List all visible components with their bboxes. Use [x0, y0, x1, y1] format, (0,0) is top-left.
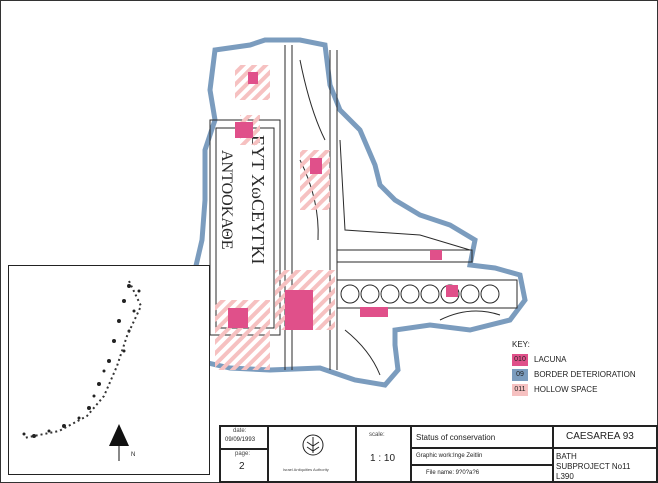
- mosaic-plan: EYT XωCΕΥΓΚΙ ΑΝΤΟΟΚΑΘΕ: [182, 37, 528, 388]
- guilloche-band: [340, 284, 500, 304]
- scale-label: scale:: [369, 432, 385, 438]
- legend-swatch-hollow: 011: [512, 383, 528, 396]
- subproject-text: SUBPROJECT No11: [556, 462, 631, 471]
- project-cell: BATH SUBPROJECT No11 L390: [553, 448, 657, 482]
- north-arrow-icon: [109, 424, 129, 446]
- inscription-line-2: ΑΝΤΟΟΚΑΘΕ: [218, 150, 235, 249]
- bath-text: BATH: [556, 452, 577, 461]
- scale-cell: scale: 1 : 10: [356, 426, 411, 482]
- legend-swatch-border: 09: [512, 368, 528, 381]
- file-cell: File name: 9?0?a?6: [411, 465, 553, 482]
- site-name: CAESAREA 93: [566, 431, 634, 442]
- subject-cell: Status of conservation: [411, 426, 553, 448]
- lacuna-areas: [228, 72, 458, 330]
- page-label: page:: [235, 451, 251, 457]
- file-name: File name: 9?0?a?6: [426, 470, 480, 476]
- date-label: date:: [233, 428, 247, 434]
- legend: KEY: 010 LACUNA 09 BORDER DETERIORATION …: [512, 340, 652, 397]
- legend-label-border: BORDER DETERIORATION: [534, 370, 636, 379]
- locus-text: L390: [556, 472, 574, 481]
- authority-cell: Israel Antiquities Authority: [268, 426, 356, 482]
- legend-title: KEY:: [512, 340, 530, 349]
- north-label: N: [131, 452, 135, 458]
- legend-label-hollow: HOLLOW SPACE: [534, 385, 598, 394]
- inscription-line-1: EYT XωCΕΥΓΚΙ: [248, 135, 268, 264]
- legend-item-lacuna: 010 LACUNA: [512, 352, 652, 367]
- date-value: 09/09/1993: [225, 437, 256, 443]
- page-value: 2: [239, 461, 245, 472]
- authority-logo-icon: [302, 434, 324, 456]
- subject-text: Status of conservation: [416, 433, 496, 442]
- legend-label-lacuna: LACUNA: [534, 355, 567, 364]
- graphic-cell: Graphic work:Inge Zeitlin: [411, 448, 553, 465]
- page-cell: page: 2: [220, 449, 268, 482]
- site-cell: CAESAREA 93: [553, 426, 657, 448]
- scale-value: 1 : 10: [370, 453, 396, 464]
- legend-item-border: 09 BORDER DETERIORATION: [512, 367, 652, 382]
- location-inset: N: [8, 265, 210, 475]
- site-overview-map: N: [22, 280, 143, 461]
- graphic-credit: Graphic work:Inge Zeitlin: [416, 453, 483, 459]
- authority-name: Israel Antiquities Authority: [283, 467, 329, 472]
- legend-item-hollow: 011 HOLLOW SPACE: [512, 382, 652, 397]
- legend-swatch-lacuna: 010: [512, 353, 528, 366]
- title-block: date: 09/09/1993 page: 2 Israel Antiquit…: [219, 425, 658, 483]
- date-cell: date: 09/09/1993: [220, 426, 268, 449]
